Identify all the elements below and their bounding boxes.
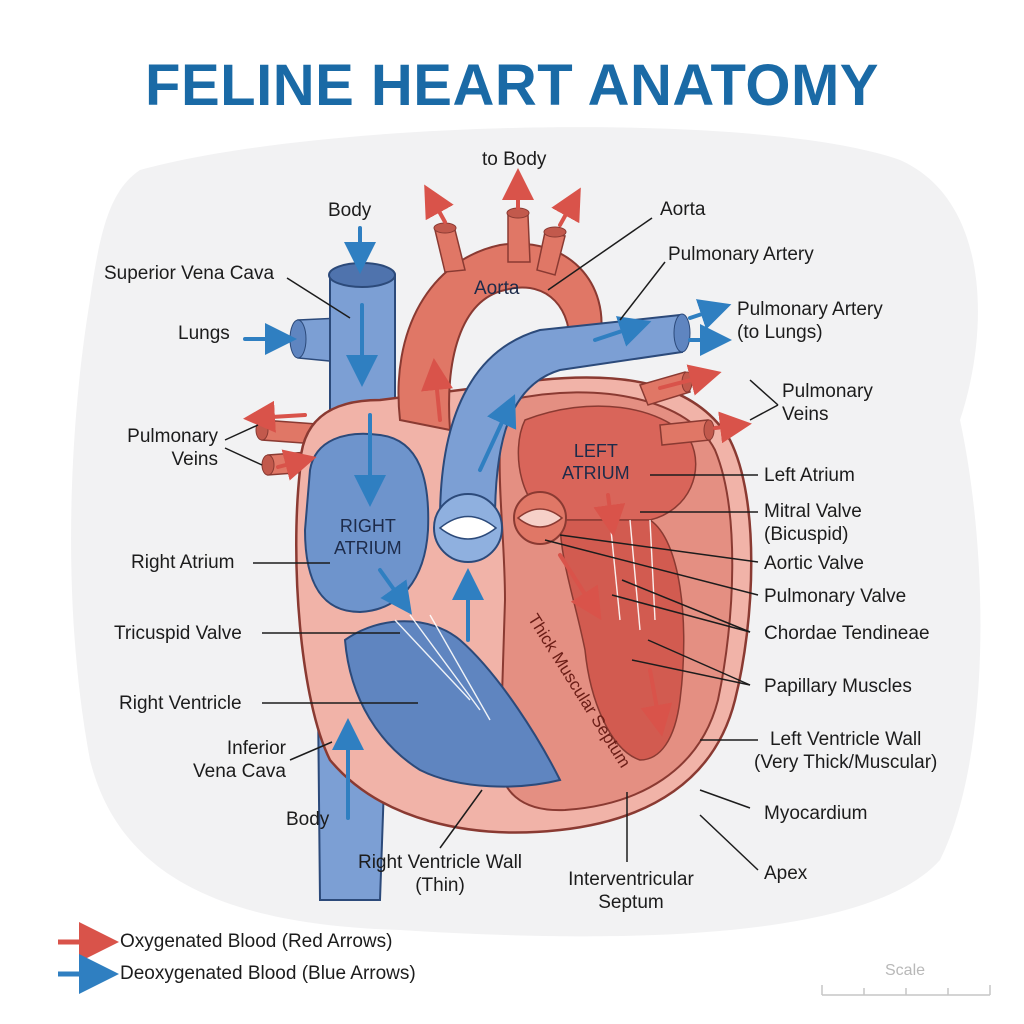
- superior-vena-cava-label: Superior Vena Cava: [104, 263, 275, 284]
- right-ventricle-label: Right Ventricle: [119, 693, 242, 714]
- mitral-valve-label: Mitral Valve (Bicuspid): [764, 501, 862, 545]
- lungs-label: Lungs: [178, 323, 230, 344]
- legend-oxygenated: Oxygenated Blood (Red Arrows): [114, 930, 392, 954]
- aorta-label: Aorta: [660, 199, 706, 220]
- valves: [433, 491, 567, 563]
- right-atrium-inner-label: RIGHT ATRIUM: [334, 516, 402, 558]
- legend-oxygenated-label: Oxygenated Blood (Red Arrows): [120, 931, 393, 952]
- pulmonary-artery-label: Pulmonary Artery: [668, 244, 814, 265]
- scale-label: Scale: [885, 962, 926, 979]
- pulmonary-veins-left-label: Pulmonary Veins: [127, 426, 218, 470]
- papillary-muscles-label: Papillary Muscles: [764, 676, 912, 697]
- chordae: [394, 519, 656, 721]
- body-bottom-label: Body: [286, 809, 330, 830]
- left-ventricle-wall-label: Left Ventricle Wall (Very Thick/Muscular…: [754, 729, 938, 773]
- chordae-tendineae-label: Chordae Tendineae: [764, 623, 930, 644]
- left-atrium-inner-label: LEFT ATRIUM: [562, 441, 630, 483]
- legend-deoxygenated: Deoxygenated Blood (Blue Arrows): [114, 962, 416, 986]
- page-title: FELINE HEART ANATOMY: [145, 53, 879, 118]
- body-top-label: Body: [328, 200, 372, 221]
- right-atrium-label: Right Atrium: [131, 552, 235, 573]
- pulmonary-artery-to-lungs-label: Pulmonary Artery (to Lungs): [737, 299, 883, 343]
- to-body-label: to Body: [482, 149, 547, 170]
- pulmonary-veins-right-label: Pulmonary Veins: [782, 381, 873, 425]
- right-ventricle: [343, 620, 562, 788]
- left-atrium: [517, 405, 697, 521]
- left-atrium-label: Left Atrium: [764, 465, 855, 486]
- leader-lines: [224, 217, 779, 871]
- aorta-branches: [433, 207, 567, 276]
- legend-deoxygenated-label: Deoxygenated Blood (Blue Arrows): [120, 963, 416, 984]
- right-atrium: [303, 432, 430, 614]
- flow-arrows: [243, 168, 752, 820]
- scale-bar: [821, 985, 991, 996]
- right-ventricle-wall-label: Right Ventricle Wall (Thin): [357, 852, 523, 896]
- tricuspid-valve-label: Tricuspid Valve: [114, 623, 242, 644]
- pulmonary-valve-label: Pulmonary Valve: [764, 586, 907, 607]
- inferior-vena-cava-label: Inferior Vena Cava: [193, 738, 286, 782]
- interventricular-septum-label: Interventricular Septum: [568, 869, 694, 913]
- aortic-valve-label: Aortic Valve: [764, 553, 864, 574]
- myocardium-label: Myocardium: [764, 803, 868, 824]
- apex-label: Apex: [764, 863, 808, 884]
- aorta-inner-label: Aorta: [474, 278, 520, 299]
- legend-arrows: [58, 922, 119, 994]
